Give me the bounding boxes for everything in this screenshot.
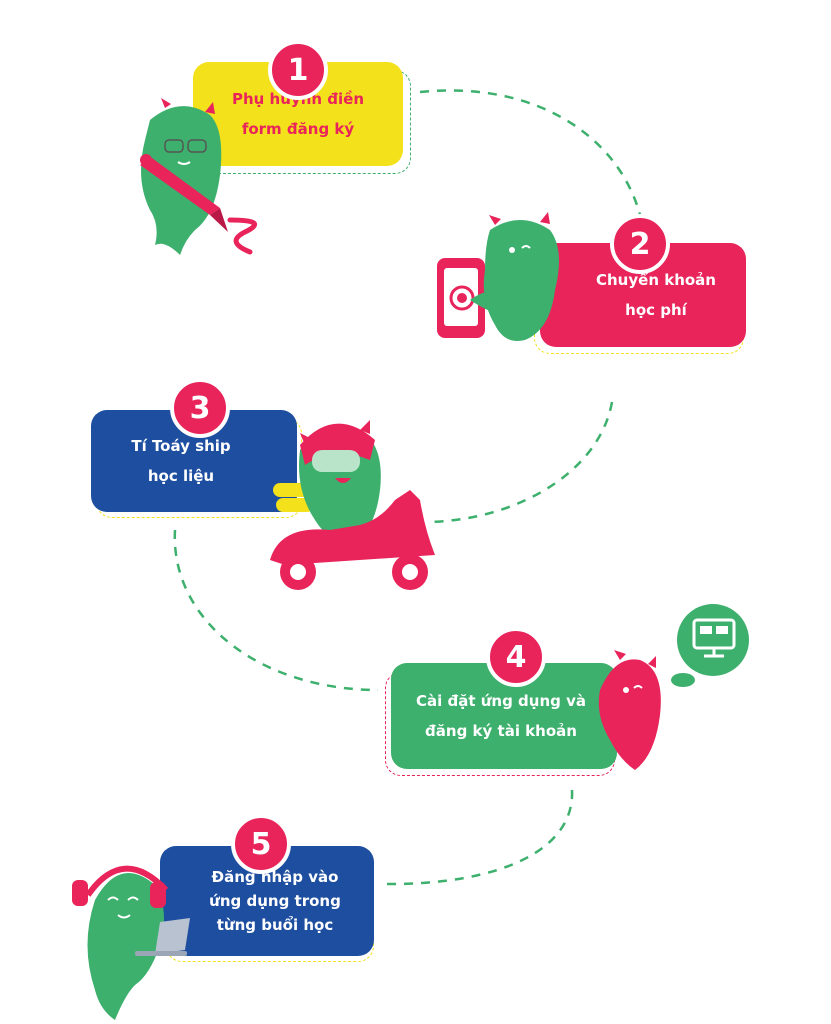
step-1-number: 1 (287, 52, 309, 88)
connector-4-5 (384, 789, 574, 886)
step-4-badge: 4 (486, 627, 546, 687)
connector-3-4 (173, 529, 379, 692)
step-2-badge: 2 (610, 214, 670, 274)
step-5-badge: 5 (231, 814, 291, 874)
connector-2-3 (427, 401, 614, 524)
step-1-label: Phụ huynh điền form đăng ký (231, 90, 365, 138)
step-2-card: Chuyển khoản học phí (540, 243, 746, 347)
step-3-card: Tí Toáy ship học liệu (91, 410, 297, 512)
step-4-number: 4 (505, 639, 527, 675)
step-4-label: Cài đặt ứng dụng và đăng ký tài khoản (415, 692, 587, 740)
connector-1-2 (419, 89, 642, 216)
monster-headphones-laptop-icon (72, 865, 190, 1020)
step-2-label: Chuyển khoản học phí (596, 271, 716, 319)
step-5-number: 5 (250, 826, 272, 862)
monster-pen-icon (140, 98, 258, 255)
step-3-badge: 3 (170, 378, 230, 438)
monster-phone-icon (437, 212, 559, 341)
step-3-label: Tí Toáy ship học liệu (131, 437, 231, 485)
step-3-number: 3 (189, 390, 211, 426)
step-5-label: Đăng nhập vào ứng dụng trong từng buổi h… (209, 868, 341, 934)
step-2-number: 2 (629, 226, 651, 262)
monster-scooter-icon (270, 420, 435, 590)
step-1-badge: 1 (268, 40, 328, 100)
monster-computer-icon (598, 604, 749, 770)
